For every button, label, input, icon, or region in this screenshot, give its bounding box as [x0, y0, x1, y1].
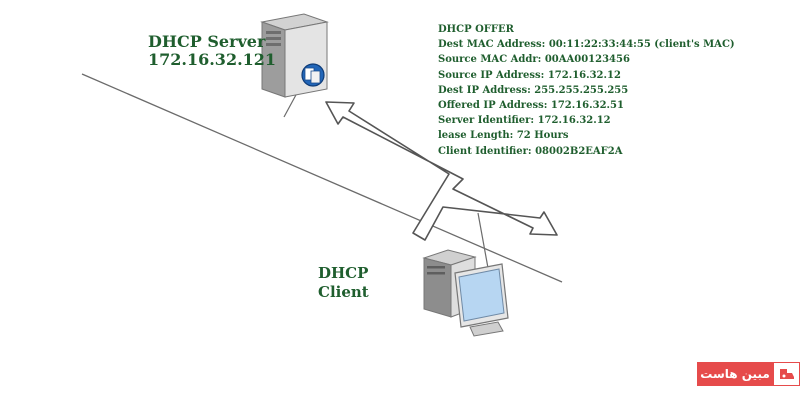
packet-field: Source IP Address: 172.16.32.12 [438, 69, 621, 81]
packet-field: Client Identifier: 08002B2EAF2A [438, 145, 623, 157]
server-name-label: DHCP Server [148, 32, 266, 51]
server-ip-label: 172.16.32.121 [148, 50, 277, 69]
client-computer-icon [422, 249, 509, 337]
watermark-text: مبین هاست [697, 362, 773, 386]
watermark-badge: مبین هاست [697, 362, 800, 386]
packet-field: Source MAC Addr: 00AA00123456 [438, 54, 630, 66]
packet-title: DHCP OFFER [438, 24, 514, 35]
client-label-line2: Client [318, 283, 369, 301]
brand-logo-icon [773, 362, 800, 386]
dhcp-offer-details: DHCP OFFER Dest MAC Address: 00:11:22:33… [438, 22, 735, 159]
packet-field: Server Identifier: 172.16.32.12 [438, 115, 611, 127]
server-icon [260, 13, 329, 98]
client-label-line1: DHCP [318, 264, 369, 282]
packet-field: Dest MAC Address: 00:11:22:33:44:55 (cli… [438, 39, 735, 51]
packet-field: Dest IP Address: 255.255.255.255 [438, 84, 629, 96]
server-connector [283, 92, 298, 118]
packet-field: lease Length: 72 Hours [438, 130, 569, 142]
double-arrow-icon [325, 101, 558, 241]
packet-field: Offered IP Address: 172.16.32.51 [438, 100, 624, 112]
network-line [81, 73, 563, 283]
client-connector [477, 212, 489, 269]
